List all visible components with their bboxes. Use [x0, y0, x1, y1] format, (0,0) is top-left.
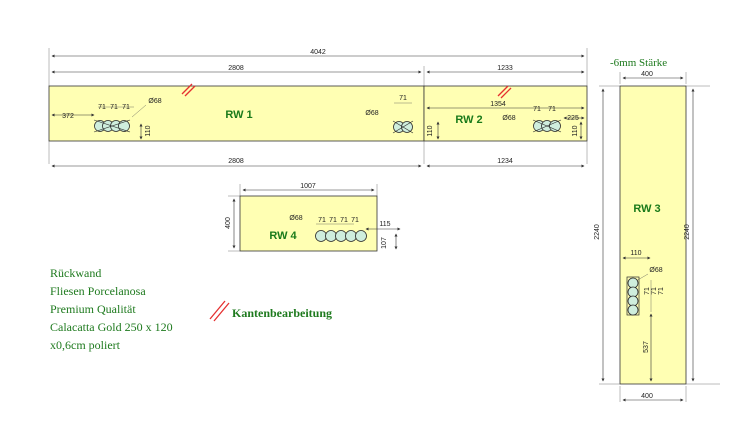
rw2-socket1-spacing: 71: [399, 95, 407, 102]
rw2-socket2-spacing-1: 71: [533, 106, 541, 113]
rw4-width-label: 1007: [300, 183, 316, 190]
rw3-section: 400 RW 3 2240 2240 110 Ø68 71 71 71 537: [594, 71, 720, 402]
rw3-top-width-label: 400: [641, 71, 653, 78]
material-description: Rückwand Fliesen Porcelanosa Premium Qua…: [50, 266, 173, 352]
description-line: Calacatta Gold 250 x 120: [50, 320, 173, 334]
rw2-height-right: 110: [572, 125, 579, 136]
rw3-bottom-width-label: 400: [641, 393, 653, 400]
rw1-bottom-width-label: 2808: [228, 158, 244, 165]
rw3-spacing-1: 71: [644, 287, 651, 295]
rw2-right-offset: 225: [567, 115, 579, 122]
rw4-spacing-1: 71: [318, 217, 326, 224]
rw3-diameter-label: Ø68: [649, 267, 662, 274]
rw1-spacing-1: 71: [98, 104, 106, 111]
edge-mark-icon: [209, 300, 230, 322]
rw1-spacing-3: 71: [122, 104, 130, 111]
rw1-diameter-label: Ø68: [148, 98, 161, 105]
socket-icon: [627, 304, 639, 316]
socket-icon: [627, 277, 639, 289]
socket-icon: [325, 230, 337, 242]
rw1-panel: [48, 85, 425, 142]
rw4-height-offset-label: 107: [381, 237, 388, 249]
rw3-spacing-3: 71: [658, 287, 665, 295]
rw4-section: 1007 RW 4 400 Ø68 71 71 71 71 115 107: [225, 183, 401, 252]
bottom-dimensions: 2808 1234: [48, 141, 588, 168]
rw2-panel: [423, 85, 588, 142]
top-dimensions: 2808 1233: [51, 65, 585, 86]
rw2-socket-groups: 71 Ø68 1354 71 71 Ø68 225 110 110: [365, 95, 585, 140]
rw4-right-offset-label: 115: [379, 221, 390, 228]
rw2-label: RW 2: [455, 114, 482, 126]
rw1-top-width-label: 2808: [228, 65, 244, 72]
rw2-top-width-label: 1233: [497, 65, 513, 72]
rw3-height-right-label: 2240: [684, 224, 691, 240]
rw4-height-label: 400: [225, 217, 232, 229]
rw4-panel: [239, 195, 378, 252]
rw2-bottom-width-label: 1234: [497, 158, 513, 165]
rw4-spacing-4: 71: [351, 217, 359, 224]
description-line: Rückwand: [50, 266, 101, 280]
rw1-label: RW 1: [225, 109, 252, 121]
rw4-sockets: [315, 230, 367, 242]
socket-icon: [627, 295, 639, 307]
rw4-diameter-label: Ø68: [289, 215, 302, 222]
rw3-spacing-2: 71: [651, 287, 658, 295]
edge-label: Kantenbearbeitung: [232, 306, 332, 320]
rw1-sockets: [93, 119, 131, 133]
socket-icon: [627, 286, 639, 298]
socket-icon: [549, 120, 561, 132]
socket-icon: [118, 120, 130, 132]
edge-legend: Kantenbearbeitung: [209, 300, 332, 322]
rw3-bottom-offset-label: 537: [643, 341, 650, 353]
rw2-height-left: 110: [427, 125, 434, 136]
rw3-label: RW 3: [633, 203, 660, 215]
thickness-note: -6mm Stärke: [610, 57, 667, 69]
edge-mark-icon: [497, 85, 512, 99]
description-line: Fliesen Porcelanosa: [50, 284, 146, 298]
overall-dimension: 4042: [48, 48, 588, 86]
rw3-socket-offset-label: 110: [630, 250, 641, 257]
rw1-socket-group: 372 71 71 71 Ø68 110: [51, 98, 162, 140]
total-width-label: 4042: [310, 49, 326, 56]
rw4-label: RW 4: [269, 230, 297, 242]
socket-icon: [315, 230, 327, 242]
rw1-left-offset-label: 372: [62, 113, 74, 120]
rw2-offset-1354: 1354: [490, 101, 506, 108]
socket-icon: [401, 121, 413, 133]
rw4-spacing-3: 71: [340, 217, 348, 224]
rw2-socket2-diameter: Ø68: [502, 115, 515, 122]
rw3-sockets: [626, 276, 640, 316]
description-line: x0,6cm poliert: [50, 338, 121, 352]
rw4-spacing-2: 71: [329, 217, 337, 224]
rw3-panel: [619, 85, 687, 385]
rw1-height-offset-label: 110: [145, 125, 152, 136]
rw3-height-left-label: 2240: [594, 224, 601, 240]
socket-icon: [345, 230, 357, 242]
socket-icon: [355, 230, 367, 242]
edge-mark-icon: [181, 83, 196, 97]
description-line: Premium Qualität: [50, 302, 136, 316]
rw2-socket2-spacing-2: 71: [548, 106, 556, 113]
socket-icon: [335, 230, 347, 242]
rw2-socket1-diameter: Ø68: [365, 110, 378, 117]
rw1-spacing-2: 71: [110, 104, 118, 111]
